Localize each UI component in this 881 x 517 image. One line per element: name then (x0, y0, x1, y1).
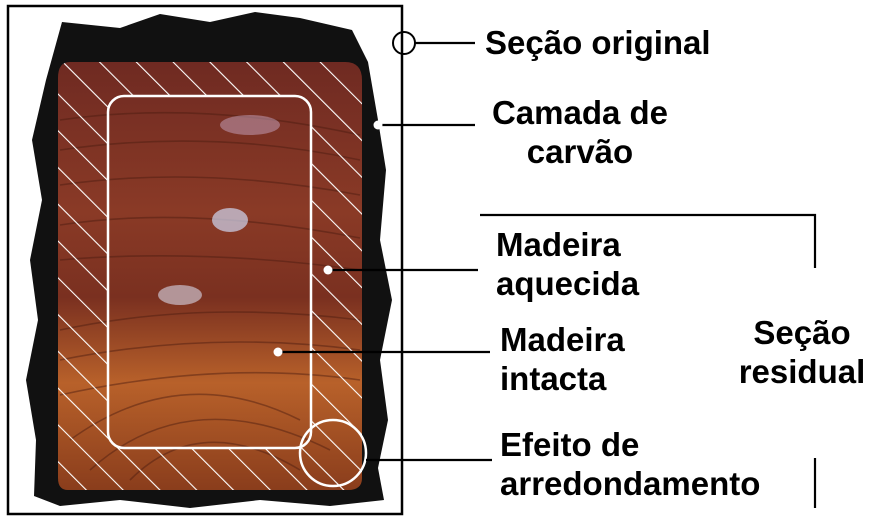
label-intact-wood: Madeira intacta (500, 321, 625, 397)
leader-lines (278, 41, 817, 508)
rounding-effect-circle (298, 418, 368, 488)
bracket-residual-section (480, 213, 817, 268)
leader-dots (273, 120, 383, 357)
original-section-outline (6, 4, 404, 516)
label-rounding-effect: Efeito de arredondamento (500, 426, 761, 502)
residual-section-outline (106, 94, 313, 450)
label-char-layer: Camada de carvão (491, 94, 669, 170)
label-original-section: Seção original (485, 24, 711, 61)
label-heated-wood: Madeira aquecida (496, 226, 640, 302)
label-residual-section: Seção residual (738, 314, 866, 390)
original-section-marker (392, 31, 416, 55)
